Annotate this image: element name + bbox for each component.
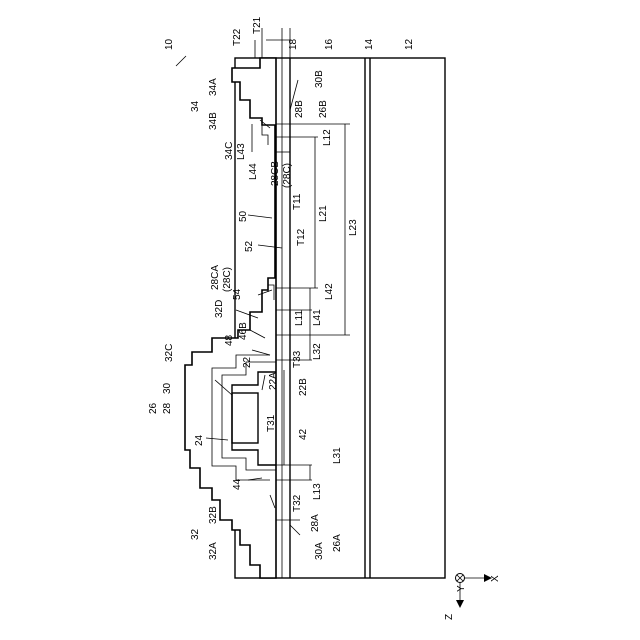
label-10: 10 — [164, 38, 175, 50]
label-28A: 28A — [310, 514, 321, 532]
label-32: 32 — [190, 528, 201, 540]
label-14: 14 — [364, 38, 375, 50]
label-26: 26 — [148, 402, 159, 414]
label-L32: L32 — [312, 343, 323, 360]
label-34: 34 — [190, 100, 201, 112]
axis-x-label: X — [490, 575, 501, 582]
axis-y-label: Y — [456, 585, 467, 592]
label-28C-a: (28C) — [222, 267, 233, 292]
label-22: 22 — [242, 356, 253, 368]
label-54: 54 — [232, 288, 243, 300]
label-28B: 28B — [294, 100, 305, 118]
label-L44: L44 — [248, 163, 259, 180]
label-34A: 34A — [208, 78, 219, 96]
label-46B: 46B — [238, 322, 249, 340]
label-34B: 34B — [208, 112, 219, 130]
label-30B: 30B — [314, 70, 325, 88]
label-L11: L11 — [294, 310, 305, 326]
label-L31: L31 — [332, 447, 343, 464]
label-42: 42 — [298, 428, 309, 440]
label-34C: 34C — [224, 142, 235, 160]
label-18: 18 — [288, 38, 299, 50]
label-L13: L13 — [312, 483, 323, 500]
label-32C: 32C — [164, 344, 175, 362]
label-28: 28 — [162, 402, 173, 414]
label-48: 48 — [224, 334, 235, 346]
label-T11: T11 — [292, 193, 303, 210]
label-L21: L21 — [318, 205, 329, 222]
label-26B: 26B — [318, 100, 329, 118]
label-T21: T21 — [252, 16, 263, 34]
label-50: 50 — [238, 210, 249, 222]
label-L41: L41 — [312, 309, 323, 326]
label-T32: T32 — [292, 494, 303, 512]
label-28CB: 28CB — [270, 161, 281, 186]
label-22B: 22B — [298, 378, 309, 396]
label-26A: 26A — [332, 534, 343, 552]
label-L43: L43 — [236, 143, 247, 160]
device-profile — [185, 58, 276, 578]
label-30A: 30A — [314, 542, 325, 560]
label-52: 52 — [244, 240, 255, 252]
axis-z-label: Z — [444, 614, 455, 620]
label-16: 16 — [324, 38, 335, 50]
label-24: 24 — [194, 434, 205, 446]
label-L42: L42 — [324, 283, 335, 300]
label-T22: T22 — [232, 28, 243, 46]
label-32A: 32A — [208, 542, 219, 560]
label-32D: 32D — [214, 300, 225, 318]
label-44: 44 — [232, 478, 243, 490]
axis-indicator: X Z Y — [444, 574, 501, 621]
label-32B: 32B — [208, 506, 219, 524]
label-T31: T31 — [266, 414, 277, 432]
label-22A: 22A — [268, 372, 279, 390]
label-30: 30 — [162, 382, 173, 394]
label-12: 12 — [404, 38, 415, 50]
label-T33: T33 — [292, 350, 303, 368]
label-28C-b: (28C) — [282, 163, 293, 188]
label-L23: L23 — [348, 219, 359, 236]
label-T12: T12 — [296, 228, 307, 246]
step-28CB — [262, 125, 268, 145]
label-28CA: 28CA — [210, 265, 221, 290]
label-L12: L12 — [322, 129, 333, 146]
